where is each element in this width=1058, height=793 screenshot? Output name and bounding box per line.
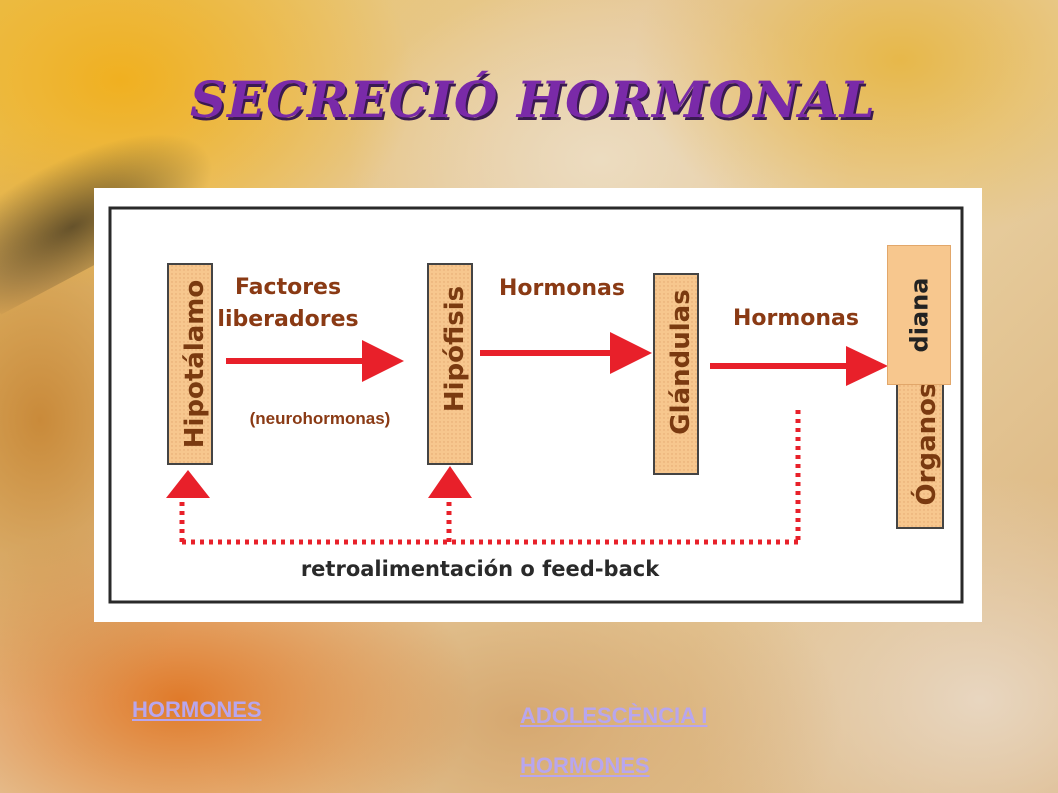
box-hipofisis	[427, 263, 473, 465]
arrow-hormonas-1	[480, 332, 652, 374]
hormones-link-left[interactable]: HORMONES	[132, 697, 262, 722]
hormones-link-right[interactable]: HORMONES	[520, 753, 650, 778]
feedback-arrowhead-hipotalamo	[166, 470, 210, 498]
hormonal-secretion-diagram: Hipotálamo Hipófisis Glándulas Órganos F…	[94, 188, 982, 622]
label-hormonas-2: Hormonas	[733, 306, 859, 331]
diana-label: diana	[905, 277, 934, 353]
feedback-arrowhead-hipofisis	[428, 466, 472, 498]
adolescencia-link[interactable]: ADOLESCÈNCIA I	[520, 703, 708, 728]
label-neurohormonas: (neurohormonas)	[250, 409, 391, 428]
arrow-hormonas-2	[710, 346, 888, 386]
label-hormonas-1: Hormonas	[499, 276, 625, 301]
feedback-loop	[179, 410, 801, 545]
label-feedback: retroalimentación o feed-back	[301, 557, 660, 581]
box-label-glandulas: Glándulas	[666, 289, 696, 434]
arrow-factores	[226, 340, 404, 382]
diagram-frame	[108, 206, 964, 604]
box-hipotalamo	[167, 263, 213, 465]
diana-label-box: diana	[887, 245, 951, 385]
box-label-hipofisis: Hipófisis	[440, 286, 470, 412]
box-glandulas	[653, 273, 699, 475]
box-label-hipotalamo: Hipotálamo	[180, 280, 210, 449]
label-factores: Factores	[235, 275, 341, 300]
slide-title: SECRECIÓ HORMONAL	[190, 70, 876, 129]
label-liberadores: liberadores	[217, 307, 358, 332]
box-label-organos: Órganos	[910, 383, 942, 506]
